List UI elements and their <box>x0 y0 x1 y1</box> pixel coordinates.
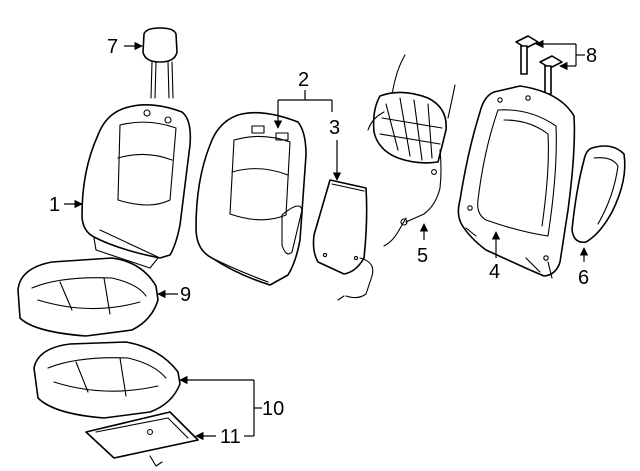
lumbar-support-part <box>367 54 456 247</box>
callout-11: 11 <box>220 426 241 448</box>
callout-7: 7 <box>107 36 118 58</box>
leader-lines <box>64 39 589 441</box>
callout-9: 9 <box>180 284 191 306</box>
seat-cushion-pad-part <box>33 341 181 419</box>
seat-cushion-cover-part <box>17 257 159 337</box>
callout-1: 1 <box>49 194 60 216</box>
cushion-base-part <box>85 411 199 467</box>
callout-10: 10 <box>262 398 284 420</box>
callout-6: 6 <box>578 267 589 289</box>
bolts-part <box>515 35 563 95</box>
headrest-part <box>142 27 178 99</box>
callout-3: 3 <box>329 117 340 139</box>
seat-back-frame-part <box>457 85 576 279</box>
callout-4: 4 <box>489 261 500 283</box>
back-panel-part <box>312 179 374 301</box>
callout-5: 5 <box>417 245 428 267</box>
seat-back-pad-part <box>195 111 307 286</box>
callout-8: 8 <box>586 45 597 67</box>
seat-back-cover-part <box>81 104 192 269</box>
callout-2: 2 <box>298 69 309 91</box>
side-panel-part <box>571 145 626 244</box>
